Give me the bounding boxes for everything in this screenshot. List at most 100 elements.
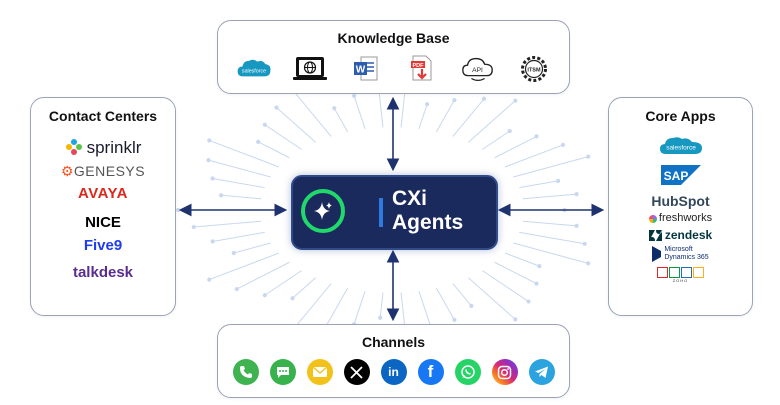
phone-icon — [232, 359, 259, 385]
hubspot-logo: HubSpot — [651, 193, 710, 209]
knowledge-base-icons: salesforce W — [218, 53, 569, 85]
circuit-trace — [209, 139, 280, 168]
telegram-icon — [528, 359, 555, 385]
circuit-node — [206, 157, 211, 163]
circuit-node — [574, 223, 579, 228]
x-twitter-icon — [343, 359, 370, 385]
itsm-gear-icon: ITSM — [516, 53, 552, 85]
circuit-trace — [481, 130, 511, 150]
microsoft-dynamics-logo: Microsoft Dynamics 365 — [652, 246, 709, 262]
circuit-trace — [193, 220, 262, 228]
circuit-node — [586, 261, 591, 266]
circuit-trace — [257, 141, 290, 159]
circuit-node — [507, 128, 512, 134]
core-apps-card: Core Apps salesforce SAP HubSpot freshwo… — [608, 97, 753, 316]
channels-card: Channels in f — [217, 324, 570, 398]
circuit-node — [526, 299, 531, 304]
freshworks-logo: freshworks — [648, 213, 712, 224]
circuit-trace — [504, 252, 540, 267]
zendesk-logo: zendesk — [648, 229, 712, 241]
circuit-trace — [504, 144, 564, 168]
circuit-trace — [452, 283, 472, 307]
cxi-sparkle-icon — [301, 189, 345, 233]
circuit-node — [290, 296, 295, 301]
circuit-trace — [221, 194, 262, 200]
circuit-trace — [467, 100, 516, 143]
circuit-trace — [293, 90, 332, 137]
circuit-node — [219, 193, 224, 198]
contact-centers-card: Contact Centers sprinklr ⚙GENESYS AVAYA … — [30, 97, 176, 316]
circuit-trace — [292, 277, 317, 299]
circuit-node — [469, 303, 474, 308]
circuit-trace — [519, 180, 559, 189]
svg-text:SAP: SAP — [663, 169, 688, 183]
word-document-icon: W — [348, 53, 384, 85]
sap-logo: SAP — [660, 165, 701, 189]
email-icon — [306, 359, 333, 385]
circuit-node — [586, 154, 591, 159]
circuit-trace — [236, 261, 290, 290]
circuit-node — [274, 105, 279, 110]
circuit-trace — [209, 252, 280, 281]
instagram-icon — [491, 359, 518, 385]
circuit-node — [452, 317, 457, 323]
circuit-node — [332, 106, 337, 111]
circuit-node — [424, 102, 430, 107]
circuit-trace — [522, 193, 577, 200]
circuit-node — [207, 138, 212, 143]
genesys-logo: ⚙GENESYS — [60, 163, 146, 179]
circuit-trace — [435, 99, 455, 133]
circuit-trace — [212, 231, 265, 242]
facebook-icon: f — [417, 359, 444, 385]
circuit-trace — [379, 292, 384, 318]
circuit-node — [231, 250, 236, 256]
circuit-trace — [481, 270, 529, 302]
circuit-trace — [418, 104, 428, 130]
circuit-node — [556, 178, 561, 183]
circuit-node — [513, 317, 518, 322]
circuit-trace — [513, 156, 589, 178]
cxi-agents-label: CXi Agents — [392, 187, 464, 234]
circuit-trace — [435, 287, 455, 321]
svg-text:W: W — [355, 65, 365, 76]
nice-logo: NICE — [85, 214, 121, 231]
svg-text:API: API — [472, 67, 483, 74]
five9-logo: Five9 — [83, 237, 123, 254]
circuit-trace — [293, 283, 332, 330]
circuit-trace — [208, 159, 271, 178]
circuit-trace — [452, 98, 485, 137]
circuit-trace — [522, 220, 577, 227]
svg-text:salesforce: salesforce — [666, 145, 696, 152]
circuit-trace — [324, 287, 349, 329]
core-apps-logos: salesforce SAP HubSpot freshworks zendes… — [609, 136, 752, 283]
circuit-node — [351, 93, 357, 98]
circuit-node — [513, 98, 518, 103]
circuit-trace — [513, 242, 589, 264]
zoho-logo: ZOHO — [657, 267, 704, 283]
talkdesk-logo: talkdesk — [72, 264, 134, 281]
circuit-node — [537, 264, 542, 269]
circuit-node — [234, 286, 239, 292]
circuit-node — [256, 139, 261, 144]
svg-text:PDF: PDF — [412, 63, 424, 69]
cxi-divider — [379, 198, 383, 227]
circuit-node — [207, 277, 212, 282]
channels-icons: in f — [218, 359, 569, 385]
circuit-trace — [467, 277, 516, 320]
circuit-trace — [276, 107, 317, 143]
knowledge-base-card: Knowledge Base salesforce — [217, 20, 570, 94]
circuit-node — [582, 241, 587, 246]
contact-centers-logos: sprinklr ⚙GENESYS AVAYA NICE Five9 talkd… — [31, 138, 175, 281]
circuit-trace — [264, 124, 303, 150]
web-browser-icon — [292, 53, 328, 85]
chat-icon — [269, 359, 296, 385]
knowledge-base-title: Knowledge Base — [337, 30, 450, 46]
circuit-node — [210, 239, 215, 244]
circuit-node — [560, 142, 566, 148]
sprinklr-icon — [65, 139, 82, 155]
whatsapp-icon — [454, 359, 481, 385]
pdf-download-icon: PDF — [404, 53, 440, 85]
contact-centers-title: Contact Centers — [48, 108, 158, 124]
circuit-trace — [494, 261, 537, 285]
